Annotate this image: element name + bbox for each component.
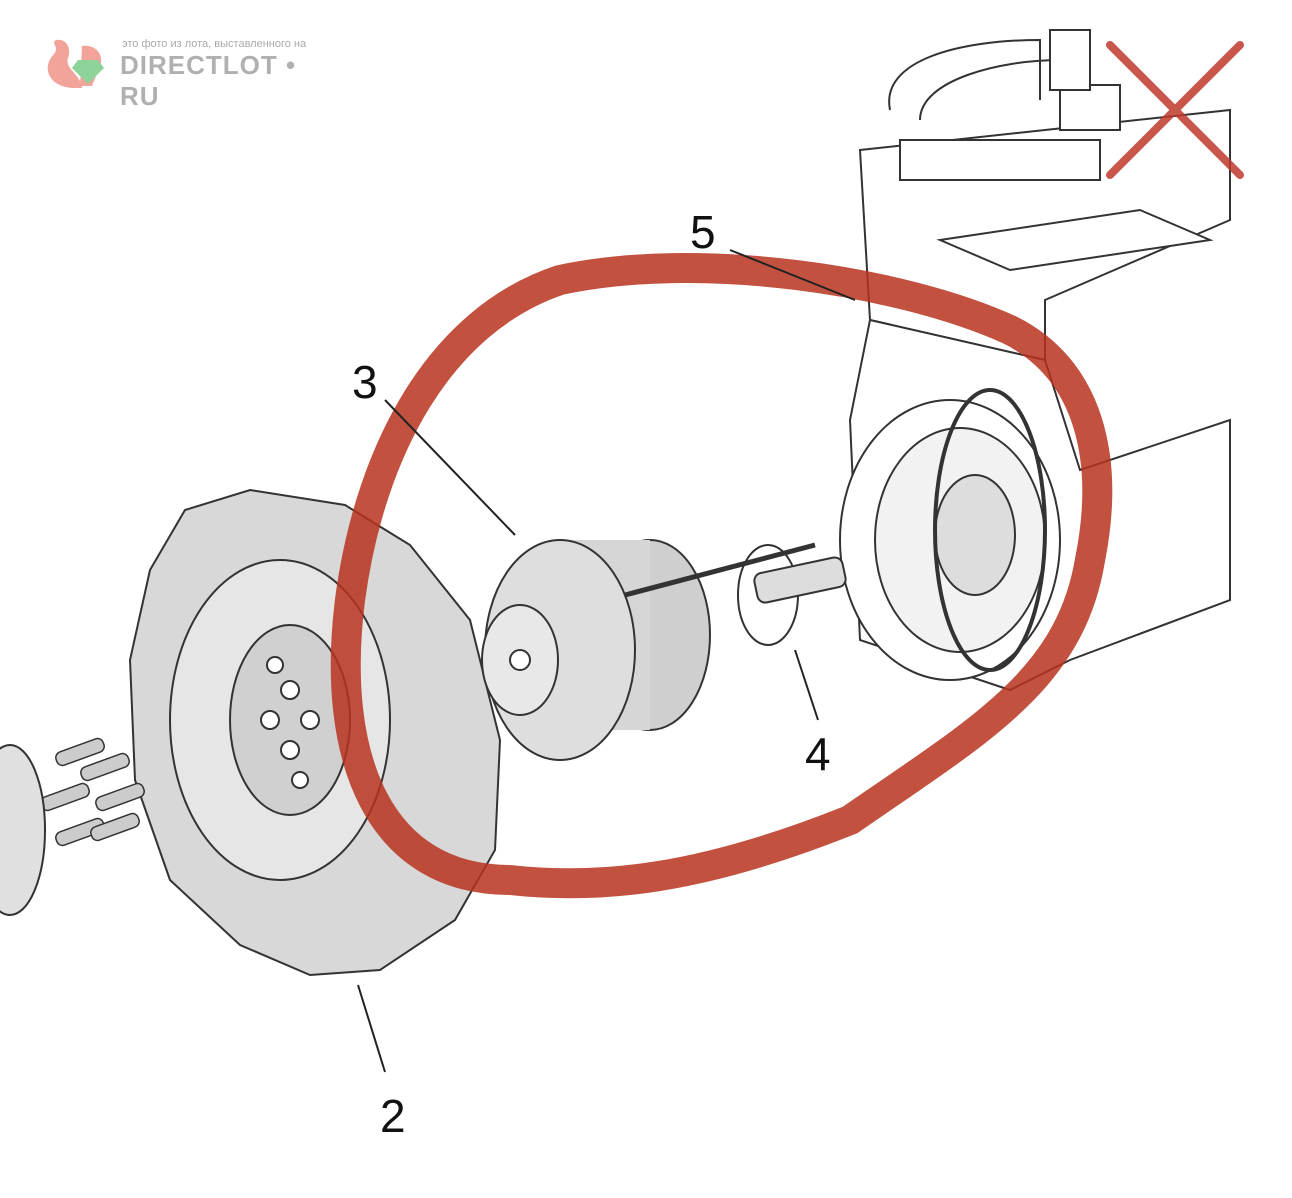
watermark: это фото из лота, выставленного на DIREC… <box>42 36 342 111</box>
hub-assembly <box>481 539 816 761</box>
bolts <box>40 737 145 847</box>
watermark-brand: DIRECTLOT • RU <box>120 50 297 111</box>
callout-4: 4 <box>805 728 831 780</box>
callout-3: 3 <box>352 356 378 408</box>
squirrel-logo-icon <box>47 39 104 88</box>
red-cross-mark <box>1106 41 1244 179</box>
turret-disc <box>128 488 502 977</box>
left-partial-disc <box>0 744 46 916</box>
shaft-and-oring <box>737 544 847 646</box>
callout-5: 5 <box>690 206 716 258</box>
callout-2: 2 <box>380 1090 406 1142</box>
red-highlight-loop <box>330 253 1113 899</box>
watermark-caption: это фото из лота, выставленного на <box>122 38 307 50</box>
leader-lines <box>357 249 856 1073</box>
